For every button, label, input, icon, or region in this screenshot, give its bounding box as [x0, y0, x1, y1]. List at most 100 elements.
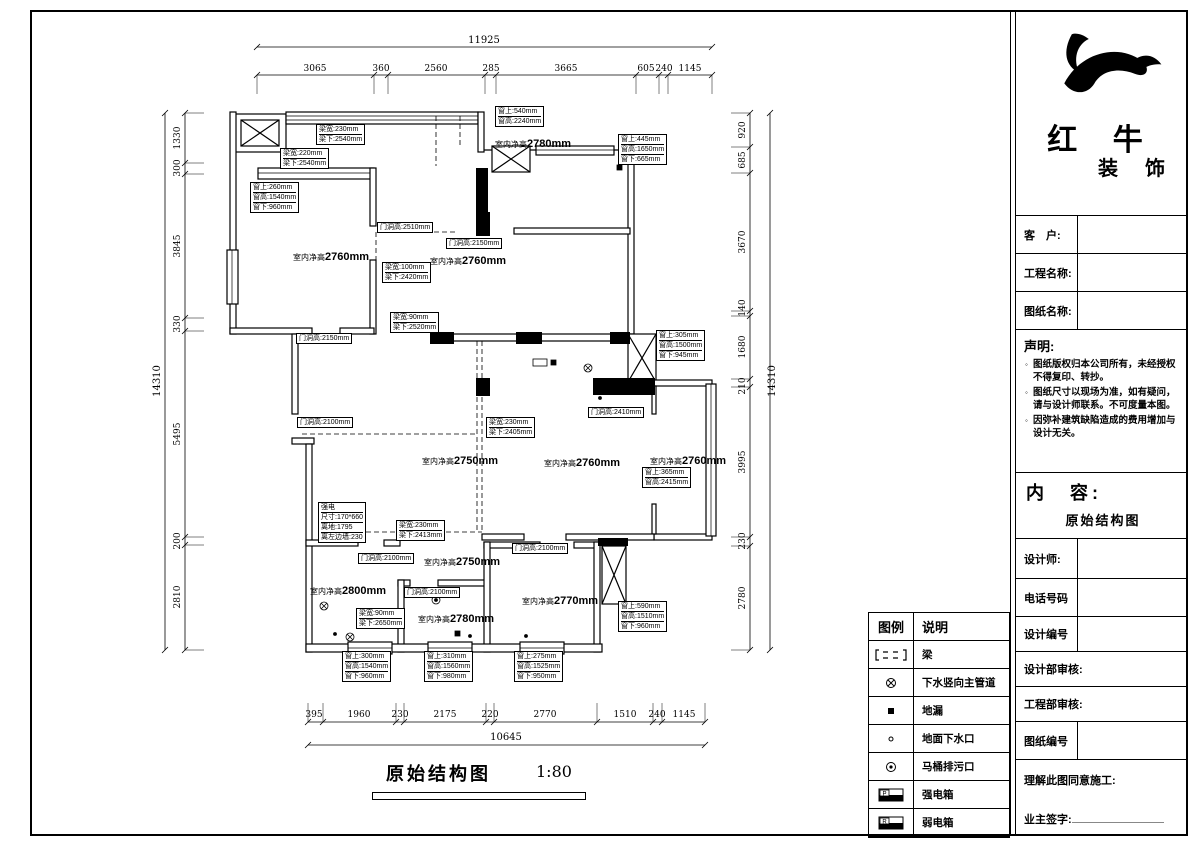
statement-item: 因弥补建筑缺陷造成的费用增加与设计无关。	[1024, 415, 1183, 440]
dim-label: 920	[738, 121, 748, 138]
window-band	[226, 249, 239, 305]
drain-pipe-symbol	[345, 632, 355, 642]
dim-label: 10645	[490, 732, 522, 743]
drawing-scale: 1:80	[536, 762, 572, 781]
weak-power-box-icon: R	[869, 809, 914, 837]
field-design-number: 设计编号	[1016, 617, 1188, 652]
dim-label: 5495	[173, 422, 183, 445]
construction-consent-note: 理解此图同意施工:	[1024, 775, 1116, 787]
window-band	[257, 167, 375, 180]
field-designer: 设计师:	[1016, 539, 1188, 579]
content-value: 原始结构图	[1065, 513, 1141, 528]
dim-label: 1680	[738, 335, 748, 358]
window-band	[285, 111, 479, 125]
room-height-label: 室内净高2750mm	[422, 455, 499, 467]
signature-block: 理解此图同意施工: 业主签字:	[1016, 760, 1188, 839]
dim-label: 2770	[534, 710, 557, 720]
owner-signature-line: 业主签字:	[1024, 810, 1180, 827]
content-label: 内 容:	[1026, 483, 1102, 503]
field-project-name: 工程名称:	[1016, 254, 1188, 292]
content-block: 内 容: 原始结构图	[1016, 473, 1188, 539]
legend-row-label: 梁	[914, 641, 1009, 669]
dim-label: 285	[482, 64, 499, 74]
title-underline-bar	[372, 792, 586, 800]
dim-label: 1145	[673, 710, 696, 720]
legend-header-description: 说明	[914, 613, 1009, 641]
ground-outlet-icon	[869, 725, 914, 753]
room-height-label: 室内净高2760mm	[544, 457, 621, 469]
page-title: 原始结构图	[386, 764, 491, 784]
legend-header-symbol: 图例	[869, 613, 914, 641]
room-height-label: 室内净高2760mm	[293, 251, 370, 263]
legend-row-label: 弱电箱	[914, 809, 1009, 837]
statement-item: 图纸尺寸以现场为准，如有疑问，请与设计师联系。不可度量本图。	[1024, 387, 1183, 412]
statement-item: 图纸版权归本公司所有，未经授权不得复印、转抄。	[1024, 359, 1183, 384]
power-box-symbol	[532, 358, 548, 367]
legend-row-label: 下水竖向主管道	[914, 669, 1009, 697]
dim-label: 2810	[173, 585, 183, 608]
field-phone: 电话号码	[1016, 579, 1188, 617]
room-height-label: 室内净高2760mm	[650, 455, 727, 467]
dim-label: 395	[305, 710, 322, 720]
dim-label: 1510	[614, 710, 637, 720]
statement-block: 声明: 图纸版权归本公司所有，未经授权不得复印、转抄。 图纸尺寸以现场为准，如有…	[1016, 330, 1188, 473]
room-height-label: 室内净高2770mm	[522, 595, 599, 607]
dim-label: 240	[648, 710, 665, 720]
legend-row-label: 地面下水口	[914, 725, 1009, 753]
ground-outlet-symbol	[333, 632, 337, 636]
statement-title: 声明:	[1024, 339, 1055, 354]
wall-fills	[430, 168, 655, 546]
svg-text:R: R	[882, 819, 887, 825]
dim-label: 685	[738, 151, 748, 168]
strong-power-box-icon: P	[869, 781, 914, 809]
ground-outlet-symbol	[524, 634, 528, 638]
panel-divider-line	[1010, 10, 1016, 836]
door-annotation: 门洞高:2410mm	[588, 407, 645, 418]
dim-label: 14310	[152, 365, 163, 397]
legend-row-label: 马桶排污口	[914, 753, 1009, 781]
dim-label: 11925	[468, 35, 500, 46]
door-annotation: 门洞高:2100mm	[404, 587, 461, 598]
plan-symbols	[319, 164, 623, 642]
field-drawing-name: 图纸名称:	[1016, 292, 1188, 330]
dim-label: 1960	[348, 710, 371, 720]
drain-pipe-icon	[869, 669, 914, 697]
dim-label: 14310	[767, 365, 778, 397]
dim-label: 200	[173, 532, 183, 549]
floor-drain-symbol	[616, 164, 623, 171]
dim-label: 230	[391, 710, 408, 720]
toilet-outlet-symbol	[431, 595, 441, 605]
dim-label: 360	[372, 64, 389, 74]
dim-label: 3845	[173, 234, 183, 257]
field-design-dept-review: 设计部审核:	[1016, 652, 1188, 687]
dim-label: 2560	[425, 64, 448, 74]
room-height-label: 室内净高2760mm	[430, 255, 507, 267]
door-annotation: 门洞高:2150mm	[446, 238, 503, 249]
beam-icon	[869, 641, 914, 669]
dim-label: 330	[173, 315, 183, 332]
legend-table: 图例 说明 梁 下水竖向主管道 地漏 地面下水口 马桶排污口 P 强电箱	[868, 612, 1010, 838]
dim-label: 220	[481, 710, 498, 720]
dim-label: 140	[738, 299, 748, 316]
sheet-border	[30, 10, 1188, 836]
door-annotation: 门洞高:2100mm	[358, 553, 415, 564]
legend-row-label: 强电箱	[914, 781, 1009, 809]
dim-label: 230	[738, 532, 748, 549]
dimension-labels: 11925 3065 360 2560 285 3665 605 240 114…	[152, 35, 778, 743]
ground-outlet-symbol	[468, 634, 472, 638]
